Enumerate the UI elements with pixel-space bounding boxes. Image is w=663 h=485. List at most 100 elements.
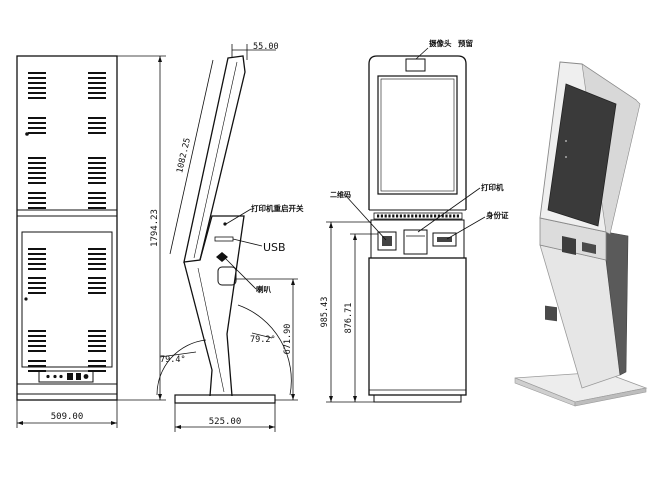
vent-slot — [28, 182, 46, 184]
front-head-outline — [368, 55, 467, 210]
vent-slot — [28, 292, 46, 294]
front-vent-slot — [377, 214, 380, 218]
label-speaker: 喇叭 — [256, 284, 271, 294]
vent-slot — [88, 192, 106, 194]
front-vent-slot — [380, 214, 383, 218]
vent-slot — [88, 282, 106, 284]
front-screen-outer — [377, 75, 458, 195]
vent-slot — [88, 117, 106, 119]
front-lower-label: 876.71 — [344, 303, 354, 334]
front-vent-slot — [422, 214, 425, 218]
vent-slot — [28, 350, 46, 352]
vent-slot — [88, 202, 106, 204]
vent-slot — [28, 263, 46, 265]
vent-slot — [88, 207, 106, 209]
render-screen — [547, 83, 617, 227]
vent-slot — [88, 77, 106, 79]
vent-slot — [88, 258, 106, 260]
vent-slot — [28, 258, 46, 260]
side-body-back — [199, 215, 245, 397]
vent-slot — [88, 127, 106, 129]
angle-left-label: 79.4° — [160, 355, 186, 365]
vent-slot — [28, 72, 46, 74]
vent-slot — [28, 277, 46, 279]
front-height-label: 985.43 — [320, 297, 330, 328]
vent-slot — [28, 248, 46, 250]
vent-slot — [88, 253, 106, 255]
front-vent-slot — [411, 214, 414, 218]
front-vent-slot — [456, 214, 459, 218]
vent-slot — [28, 132, 46, 134]
front-vent-slot — [437, 214, 440, 218]
vent-slot — [88, 268, 106, 270]
vent-slot — [28, 167, 46, 169]
side-speaker — [216, 252, 228, 262]
front-lower-body — [368, 257, 467, 396]
vent-slot — [88, 167, 106, 169]
vent-slot — [28, 370, 46, 372]
side-base — [174, 394, 276, 404]
render-qrcode-reader — [545, 305, 557, 322]
vent-slot — [88, 97, 106, 99]
angle-arc-left — [156, 339, 207, 396]
screen-length-label: 1082.25 — [175, 137, 193, 174]
front-printer-slot — [403, 229, 428, 255]
total-height-label: 1794.23 — [150, 209, 160, 247]
vent-slot — [28, 117, 46, 119]
vent-slot — [88, 292, 106, 294]
back-connectors — [46, 373, 89, 380]
vent-slot — [28, 127, 46, 129]
vent-slot — [28, 365, 46, 367]
side-view: 55.00 1082.25 525.00 671.90 79.4° 79.2° … — [156, 42, 304, 432]
side-speaker-grille — [217, 266, 237, 286]
vent-slot — [88, 330, 106, 332]
label-printer-switch: 打印机重启开关 — [251, 203, 304, 213]
vent-slot — [88, 82, 106, 84]
vent-slot — [88, 287, 106, 289]
front-vent-slot — [396, 214, 399, 218]
back-vents — [28, 72, 106, 372]
vent-slot — [88, 345, 106, 347]
front-camera — [405, 58, 426, 72]
side-body-front — [183, 261, 213, 397]
vent-slot — [28, 282, 46, 284]
back-connector-panel — [38, 370, 94, 383]
vent-slot — [28, 202, 46, 204]
vent-slot — [88, 248, 106, 250]
vent-slot — [88, 277, 106, 279]
vent-slot — [28, 87, 46, 89]
vent-slot — [28, 177, 46, 179]
side-screen-head — [183, 55, 246, 263]
vent-slot — [28, 172, 46, 174]
vent-slot — [28, 162, 46, 164]
front-vent-slot — [426, 214, 429, 218]
vent-slot — [88, 92, 106, 94]
front-vent-slot — [384, 214, 387, 218]
vent-slot — [28, 122, 46, 124]
front-vent-slot — [403, 214, 406, 218]
render-printer — [562, 236, 576, 255]
vent-slot — [28, 340, 46, 342]
front-vent-slot — [388, 214, 391, 218]
back-outline — [16, 55, 118, 401]
front-vent-slot — [415, 214, 418, 218]
front-vent-slots — [377, 214, 459, 218]
front-vent-slot — [407, 214, 410, 218]
label-idcard: 身份证 — [486, 210, 509, 220]
front-vent-slot — [434, 214, 437, 218]
front-base — [373, 394, 462, 403]
vent-slot — [28, 192, 46, 194]
vent-slot — [88, 335, 106, 337]
vent-slot — [28, 253, 46, 255]
side-printer-switch — [223, 222, 227, 226]
vent-slot — [88, 72, 106, 74]
top-depth-label: 55.00 — [253, 42, 279, 52]
vent-slot — [88, 122, 106, 124]
vent-slot — [28, 345, 46, 347]
vent-slot — [28, 197, 46, 199]
front-vent-slot — [453, 214, 456, 218]
front-vent-slot — [430, 214, 433, 218]
vent-slot — [88, 370, 106, 372]
label-qrcode: 二维码 — [330, 190, 351, 199]
front-vent-slot — [392, 214, 395, 218]
